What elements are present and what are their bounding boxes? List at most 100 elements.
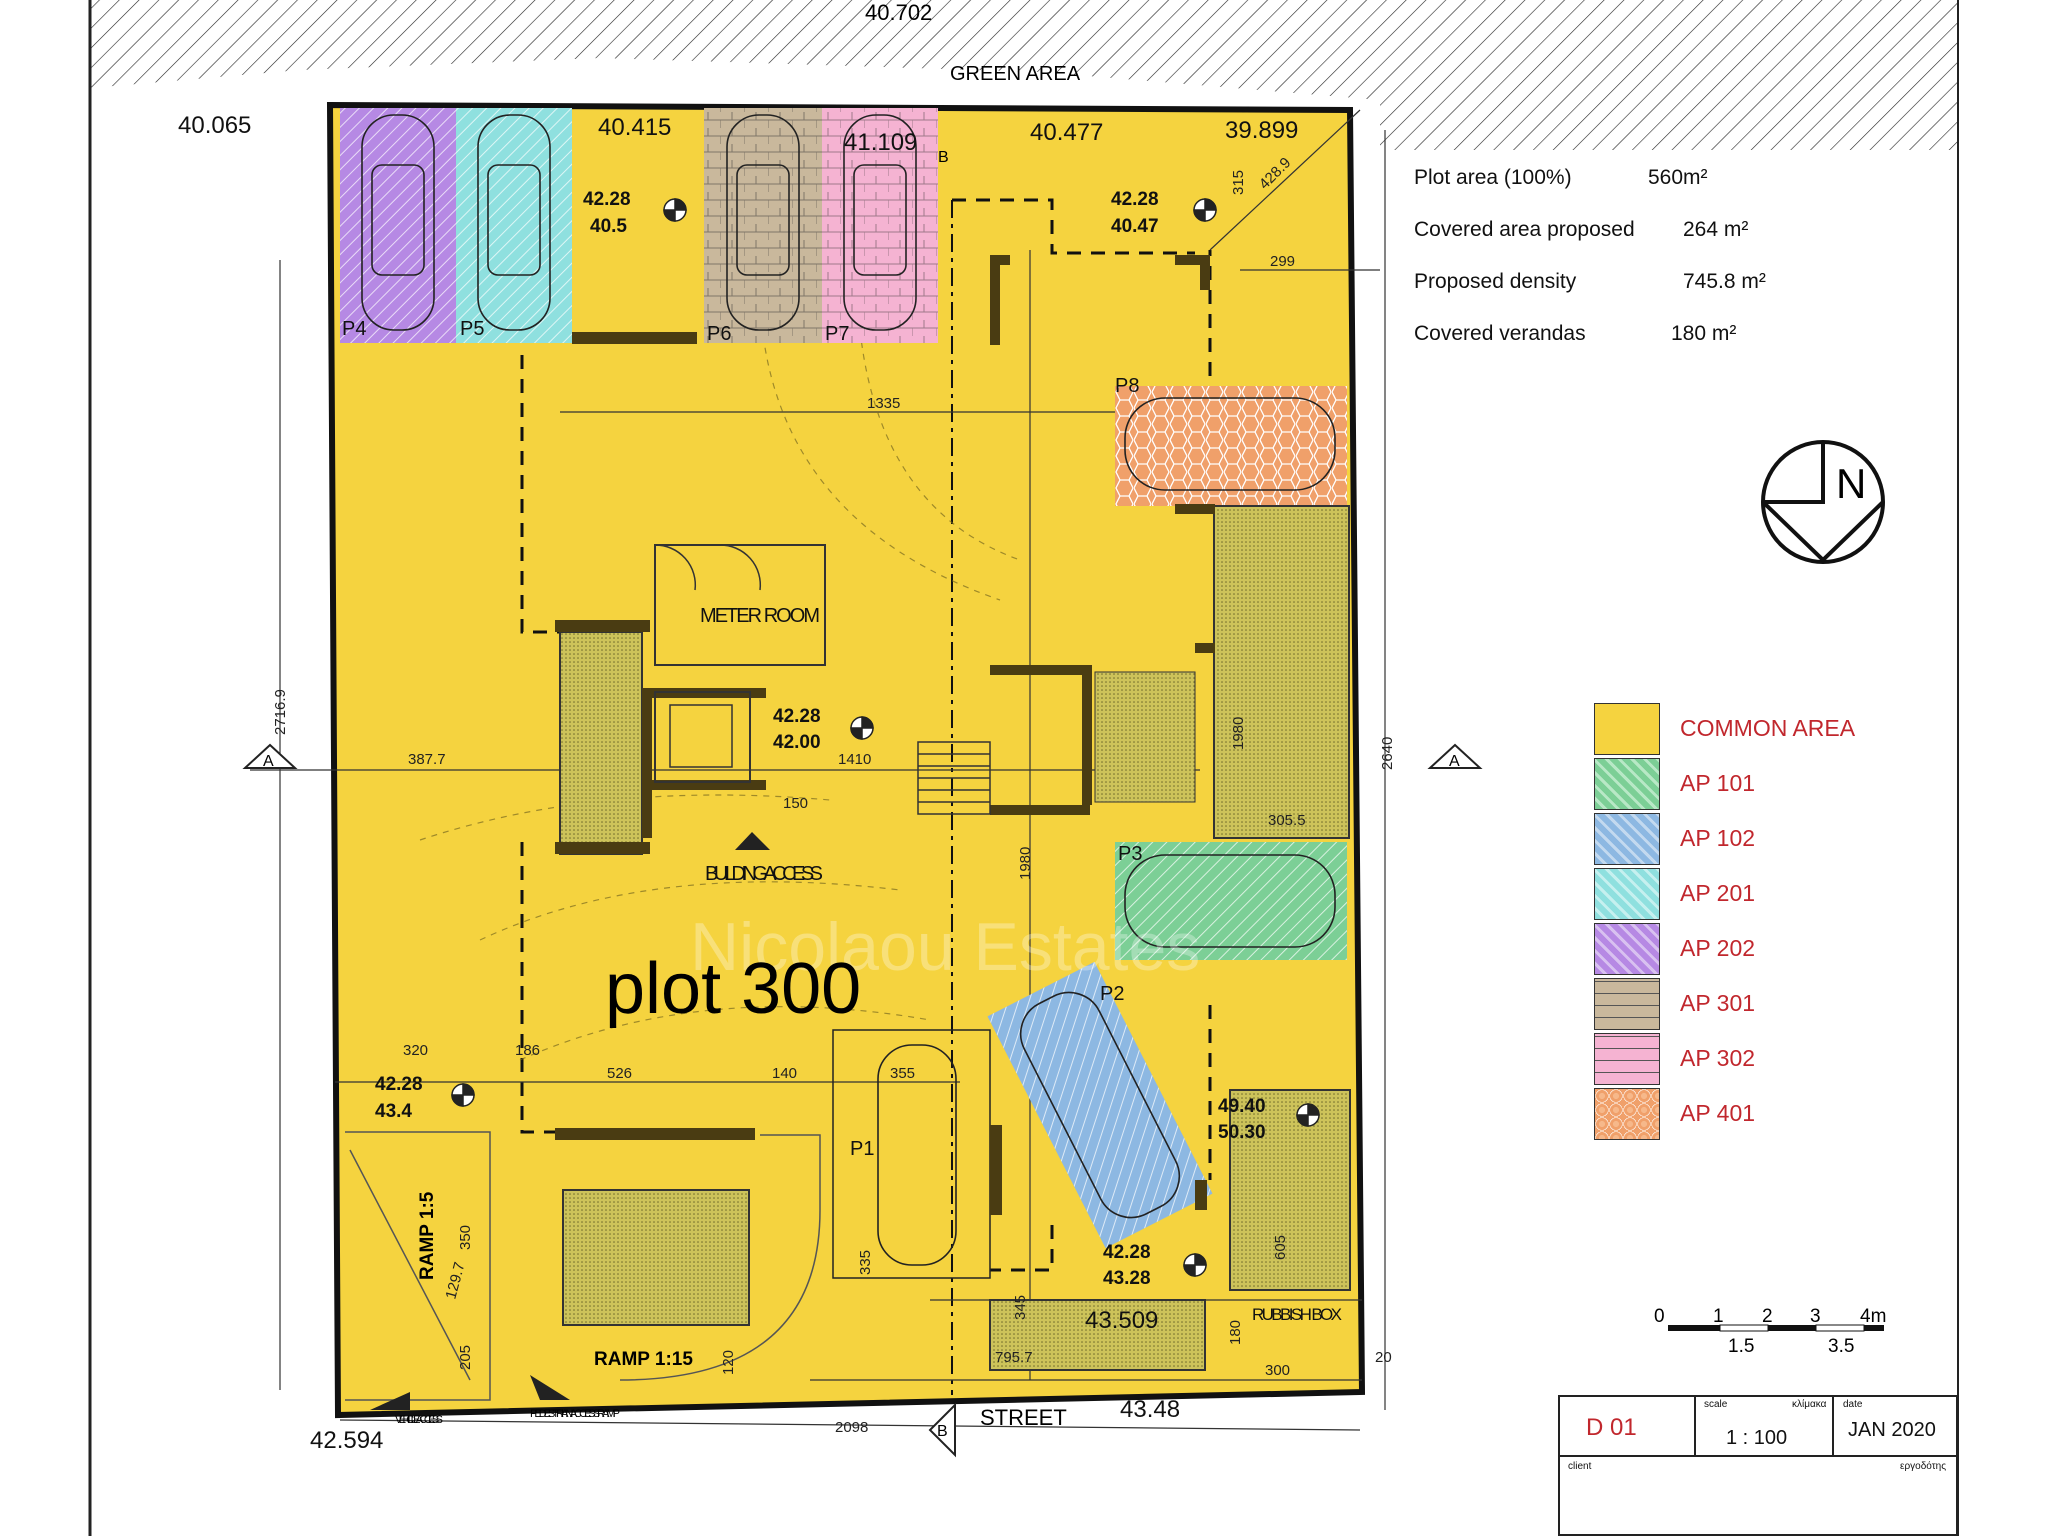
parking-labels: P4 P5 P6 P7 P8 P3 P2 P1 <box>342 318 1142 1160</box>
svg-text:2640: 2640 <box>1379 737 1396 770</box>
client-caption-gr: εργοδότης <box>1900 1461 1947 1472</box>
svg-text:299: 299 <box>1270 253 1295 270</box>
svg-text:1410: 1410 <box>838 751 871 768</box>
svg-text:1980: 1980 <box>1230 717 1247 750</box>
svg-text:1.5: 1.5 <box>1728 1336 1754 1357</box>
client-caption: client <box>1568 1461 1592 1472</box>
date-caption: date <box>1843 1399 1863 1410</box>
svg-text:49.40: 49.40 <box>1218 1096 1266 1117</box>
ramp-1-15-label: RAMP 1:15 <box>594 1349 693 1370</box>
svg-text:43.28: 43.28 <box>1103 1268 1151 1289</box>
title-block: D 01 scale κλίμακα 1 : 100 date JAN 2020… <box>1558 1395 1958 1536</box>
covered-area-row: Covered area proposed 264 m² <box>1414 218 1749 241</box>
svg-text:20: 20 <box>1375 1349 1392 1366</box>
svg-text:42.28: 42.28 <box>773 706 821 727</box>
section-marker-a-right: A <box>1427 743 1483 770</box>
pedestrian-access-label: PEDESTRIAN ACCESS RAMP <box>530 1408 620 1420</box>
svg-text:205: 205 <box>457 1345 474 1370</box>
top-dimension: 40.702 <box>865 0 932 25</box>
svg-text:P4: P4 <box>342 318 366 340</box>
parking-p8 <box>1115 386 1347 506</box>
svg-text:P3: P3 <box>1118 843 1142 865</box>
svg-text:42.28: 42.28 <box>1103 1242 1151 1263</box>
legend-swatch <box>1594 1088 1660 1140</box>
rubbish-box-label: RUBBISH BOX <box>1252 1305 1342 1324</box>
plot-area-row: Plot area (100%) 560m² <box>1414 166 1708 189</box>
section-marker-a-left: A <box>242 743 298 770</box>
svg-text:1335: 1335 <box>867 395 900 412</box>
level-markers <box>451 198 1320 1277</box>
svg-text:387.7: 387.7 <box>408 751 446 768</box>
svg-text:42.28: 42.28 <box>375 1074 423 1095</box>
svg-text:40.5: 40.5 <box>590 216 627 237</box>
svg-text:B: B <box>937 1423 948 1440</box>
svg-text:42.594: 42.594 <box>310 1427 383 1454</box>
legend-item-ap202: AP 202 <box>1594 923 1894 975</box>
legend-swatch <box>1594 758 1660 810</box>
date-value: JAN 2020 <box>1848 1419 1936 1441</box>
density-row: Proposed density 745.8 m² <box>1414 270 1766 293</box>
svg-text:43.4: 43.4 <box>375 1101 412 1122</box>
dimension-labels: 1335 387.7 1410 150 1980 1980 2716.9 264… <box>272 154 1396 1436</box>
legend-item-ap302: AP 302 <box>1594 1033 1894 1085</box>
scale-caption: scale <box>1704 1399 1728 1410</box>
green-area <box>90 0 1958 150</box>
legend-swatch <box>1594 1033 1660 1085</box>
svg-text:180: 180 <box>1227 1320 1244 1345</box>
svg-text:350: 350 <box>457 1225 474 1250</box>
svg-text:P8: P8 <box>1115 375 1139 397</box>
svg-text:315: 315 <box>1230 170 1247 195</box>
svg-text:P2: P2 <box>1100 983 1124 1005</box>
svg-text:2716.9: 2716.9 <box>272 689 289 735</box>
meter-room-label: METER ROOM <box>700 605 820 627</box>
vehicle-access-label: VEHICLE ACCESS <box>395 1414 443 1426</box>
svg-text:P7: P7 <box>825 323 849 345</box>
svg-text:42.28: 42.28 <box>583 189 631 210</box>
site-info-panel: Plot area (100%) 560m² Covered area prop… <box>1392 150 1892 360</box>
svg-text:305.5: 305.5 <box>1268 812 1306 829</box>
svg-text:P5: P5 <box>460 318 484 340</box>
legend-item-ap102: AP 102 <box>1594 813 1894 865</box>
svg-text:A: A <box>263 753 274 770</box>
svg-text:A: A <box>1449 753 1460 770</box>
legend-item-ap101: AP 101 <box>1594 758 1894 810</box>
scale-bar: 0 1 2 3 4m 1.5 3.5 <box>1654 1306 1886 1357</box>
svg-text:605: 605 <box>1272 1235 1289 1260</box>
watermark: Nicolaou Estates <box>690 909 1200 985</box>
car-outlines-top <box>361 114 917 331</box>
svg-text:40.415: 40.415 <box>598 114 671 141</box>
room-labels: METER ROOM BUILDING ACCESS RUBBISH BOX <box>700 605 1342 1324</box>
svg-text:1: 1 <box>1713 1306 1724 1327</box>
section-marker-b-top: B <box>938 149 949 166</box>
svg-text:43.48: 43.48 <box>1120 1396 1180 1423</box>
svg-text:355: 355 <box>890 1065 915 1082</box>
verandas-row: Covered verandas 180 m² <box>1414 322 1737 345</box>
svg-text:N: N <box>1836 460 1866 507</box>
svg-text:335: 335 <box>857 1250 874 1275</box>
legend-swatch <box>1594 868 1660 920</box>
svg-text:40.477: 40.477 <box>1030 119 1103 146</box>
svg-text:42.28: 42.28 <box>1111 189 1159 210</box>
svg-text:120: 120 <box>720 1350 737 1375</box>
scale-caption-gr: κλίμακα <box>1792 1399 1827 1410</box>
svg-text:2098: 2098 <box>835 1419 868 1436</box>
svg-text:42.00: 42.00 <box>773 732 821 753</box>
svg-text:526: 526 <box>607 1065 632 1082</box>
corner-levels: 40.065 40.415 41.109 40.477 39.899 43.48… <box>178 112 1298 1454</box>
drawing-number: D 01 <box>1586 1414 1637 1441</box>
ramp-1-5-label: RAMP 1:5 <box>417 1191 438 1280</box>
legend-item-ap301: AP 301 <box>1594 978 1894 1030</box>
legend-item-common-area: COMMON AREA <box>1594 703 1894 755</box>
svg-text:39.899: 39.899 <box>1225 117 1298 144</box>
svg-text:3.5: 3.5 <box>1828 1336 1854 1357</box>
svg-text:795.7: 795.7 <box>995 1349 1033 1366</box>
legend-swatch <box>1594 703 1660 755</box>
svg-text:320: 320 <box>403 1042 428 1059</box>
svg-text:40.065: 40.065 <box>178 112 251 139</box>
svg-text:0: 0 <box>1654 1306 1665 1327</box>
scale-value: 1 : 100 <box>1726 1427 1788 1449</box>
spot-levels: 42.28 40.5 42.28 40.47 42.28 42.00 42.28… <box>375 189 1266 1289</box>
north-arrow-icon: N <box>1761 440 1885 564</box>
svg-text:300: 300 <box>1265 1362 1290 1379</box>
